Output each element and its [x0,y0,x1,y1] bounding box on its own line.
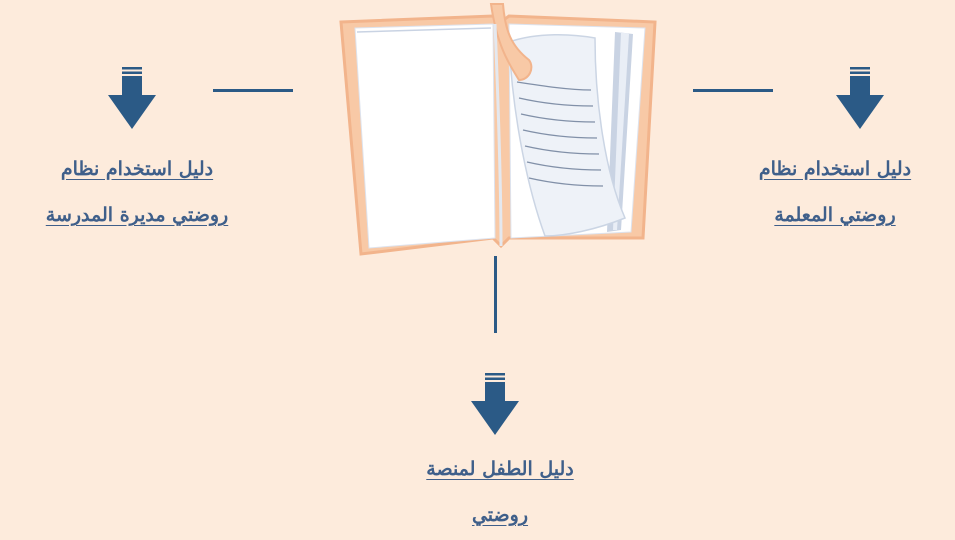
child-guide-line-1: دليل الطفل لمنصة [426,458,574,480]
teacher-guide-link[interactable]: دليل استخدام نظام روضتي المعلمة [720,146,950,238]
child-guide-line-2: روضتي [471,504,529,526]
principal-guide-link[interactable]: دليل استخدام نظام روضتي مديرة المدرسة [2,146,272,238]
child-guide-link[interactable]: دليل الطفل لمنصة روضتي [380,446,620,538]
right-connector-line [693,89,773,92]
down-arrow-icon [108,67,156,129]
principal-guide-line-1: دليل استخدام نظام [60,158,214,180]
teacher-guide-line-2: روضتي المعلمة [774,204,896,226]
principal-guide-line-2: روضتي مديرة المدرسة [45,204,229,226]
down-arrow-icon [471,373,519,435]
down-arrow-icon [836,67,884,129]
teacher-guide-line-1: دليل استخدام نظام [758,158,912,180]
bottom-connector-line [494,256,497,333]
left-connector-line [213,89,293,92]
open-book-icon [339,3,657,256]
